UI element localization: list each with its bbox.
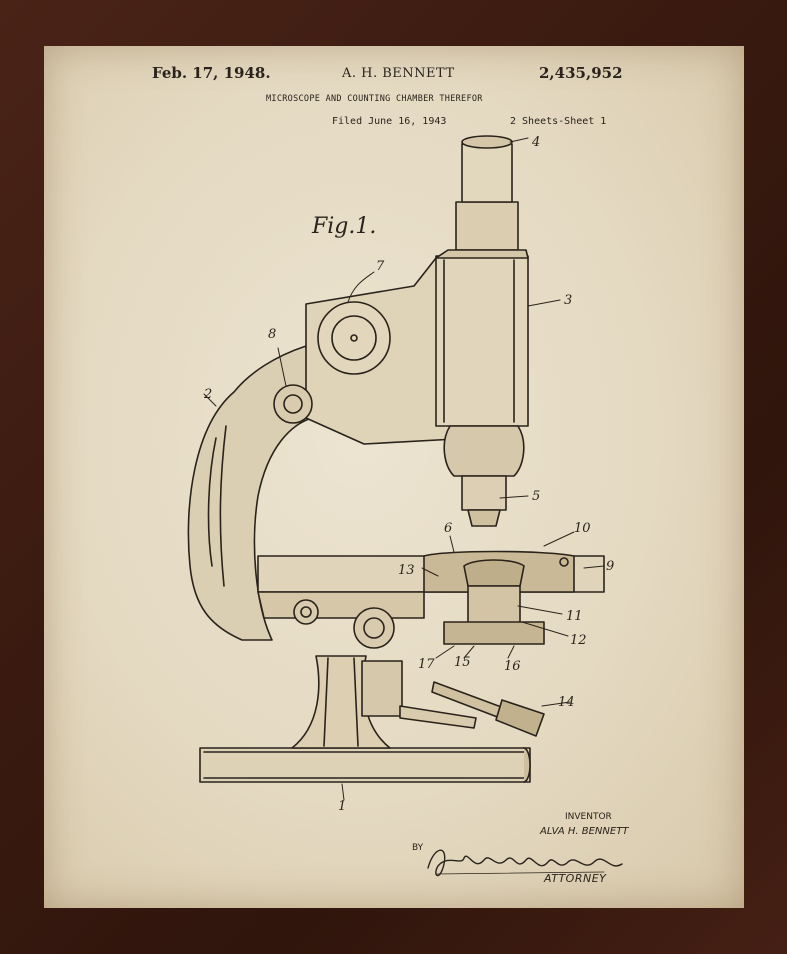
- patent-title: MICROSCOPE AND COUNTING CHAMBER THEREFOR: [266, 94, 483, 104]
- inventor-name: ALVA H. BENNETT: [540, 826, 629, 837]
- ref-numeral-8: 8: [268, 327, 276, 342]
- ref-numeral-1: 1: [338, 799, 346, 814]
- ref-numeral-13: 13: [398, 563, 415, 578]
- ref-numeral-7: 7: [376, 259, 385, 274]
- microscope-tube: [435, 135, 529, 427]
- patent-print: Feb. 17, 1948. A. H. BENNETT 2,435,952 M…: [44, 46, 744, 908]
- microscope-stage: [257, 550, 605, 645]
- patent-date: Feb. 17, 1948.: [152, 64, 271, 82]
- reference-numerals: 1 2 3 4 5 6 7 8 9 10 11 12 13 14 15 16 1…: [203, 135, 614, 814]
- ref-numeral-14: 14: [558, 695, 575, 710]
- microscope-objective: [443, 425, 525, 527]
- microscope-pillar: [291, 655, 477, 749]
- ref-numeral-11: 11: [566, 609, 583, 624]
- ref-numeral-6: 6: [444, 521, 452, 536]
- stage-lever: [431, 681, 545, 737]
- ref-numeral-10: 10: [574, 521, 591, 536]
- ref-numeral-5: 5: [532, 489, 540, 504]
- inventor-label: INVENTOR: [565, 812, 612, 822]
- focus-knob-lower: [293, 599, 395, 649]
- ref-numeral-3: 3: [564, 293, 572, 308]
- microscope-drawing: 1 2 3 4 5 6 7 8 9 10 11 12 13 14 15 16 1…: [187, 135, 623, 877]
- attorney-label: ATTORNEY: [544, 872, 607, 885]
- patent-inventor-header: A. H. BENNETT: [342, 66, 455, 81]
- ref-numeral-2: 2: [203, 387, 212, 402]
- ref-numeral-16: 16: [504, 659, 521, 674]
- ref-numeral-12: 12: [570, 633, 587, 648]
- by-label: BY: [412, 843, 424, 853]
- ref-numeral-4: 4: [531, 135, 540, 150]
- ref-numeral-15: 15: [454, 655, 471, 670]
- patent-filed-date: Filed June 16, 1943: [332, 116, 447, 127]
- patent-sheets: 2 Sheets-Sheet 1: [510, 116, 607, 127]
- attorney-signature: [427, 849, 623, 877]
- reference-leaders: [203, 137, 605, 801]
- microscope-head: [273, 245, 475, 445]
- ref-numeral-17: 17: [418, 657, 435, 672]
- microscope-base: [199, 747, 531, 783]
- ref-numeral-9: 9: [606, 559, 614, 574]
- patent-number: 2,435,952: [539, 64, 623, 82]
- figure-label: Fig.1.: [312, 214, 377, 239]
